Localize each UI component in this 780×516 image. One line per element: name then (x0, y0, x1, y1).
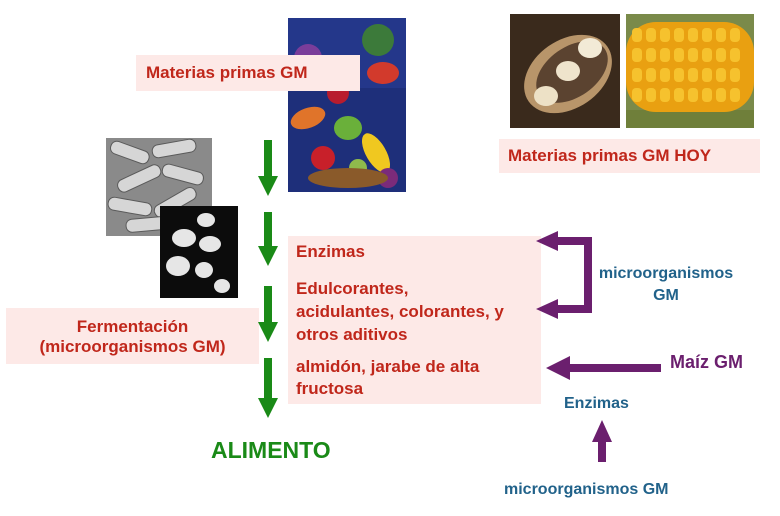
gm-corn-label: Maíz GM (670, 352, 744, 372)
green-arrow-1 (258, 140, 278, 196)
gm-microorganisms-line2: GM (653, 287, 679, 304)
starch-label-line1: almidón, jarabe de alta (296, 357, 480, 376)
raw-materials-today-label: Materias primas GM HOY (508, 146, 712, 165)
enzymes-up-arrow (592, 420, 612, 462)
additives-label-line3: otros aditivos (296, 325, 408, 344)
gm-microorganisms-label: microorganismos GM (596, 263, 736, 307)
starch-label-line2: fructosa (296, 379, 364, 398)
corn-arrow (546, 356, 661, 380)
soybean-photo (510, 14, 620, 128)
fermentation-label-line1: Fermentación (76, 317, 189, 336)
green-arrow-4 (258, 358, 278, 418)
fermentation-label-line2: (microorganismos GM) (39, 337, 226, 356)
enzymes-right-label: Enzimas (564, 395, 629, 412)
purple-bracket-arrow (536, 231, 592, 319)
raw-materials-label: Materias primas GM (146, 63, 308, 82)
green-arrow-3 (258, 286, 278, 342)
gm-microorganisms-bottom-label: microorganismos GM (504, 481, 669, 498)
green-arrow-2 (258, 212, 278, 266)
additives-label-line2: acidulantes, colorantes, y (296, 302, 504, 321)
food-label: ALIMENTO (211, 437, 331, 463)
produce-photo (288, 18, 406, 192)
corn-photo (626, 14, 754, 128)
fermentation-box: Fermentación (microorganismos GM) (6, 308, 259, 364)
raw-materials-today-box: Materias primas GM HOY (499, 139, 760, 173)
products-box: Enzimas Edulcorantes, acidulantes, color… (288, 236, 541, 404)
additives-label-line1: Edulcorantes, (296, 279, 409, 298)
enzymes-label: Enzimas (296, 242, 365, 261)
yeast-micrograph (160, 206, 238, 298)
gm-microorganisms-line1: microorganismos (598, 265, 734, 282)
raw-materials-box: Materias primas GM (136, 55, 360, 91)
